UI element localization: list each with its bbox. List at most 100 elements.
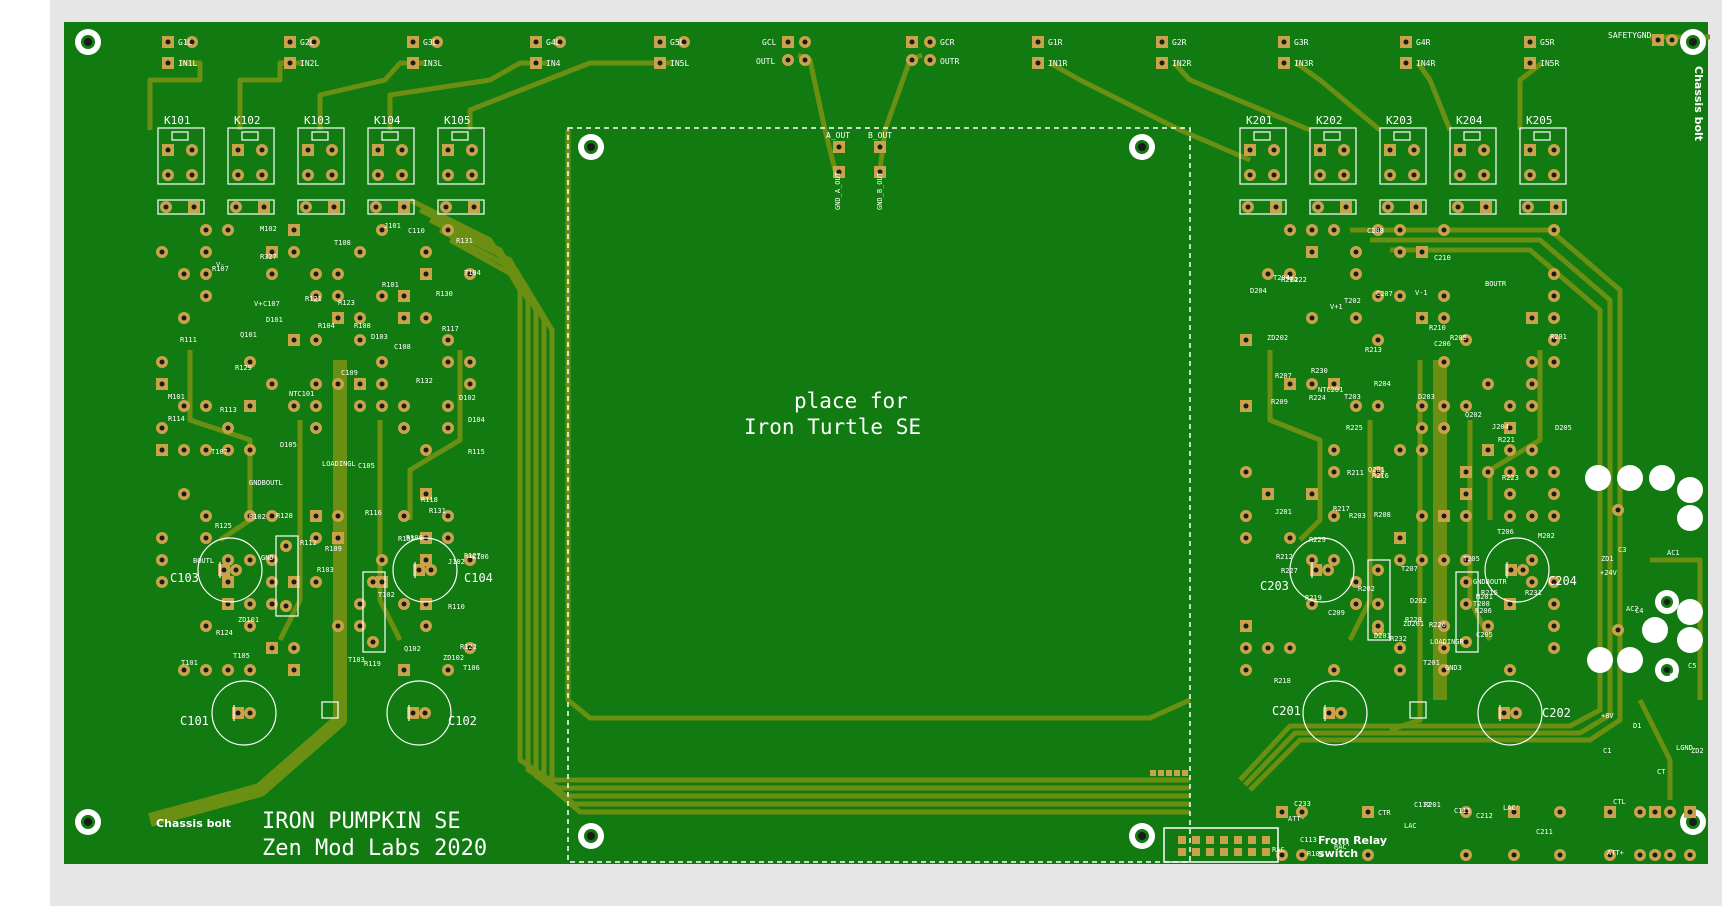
diode-outline bbox=[227, 199, 275, 215]
pad-hole bbox=[1309, 249, 1315, 255]
component-label-q202: Q202 bbox=[1465, 411, 1482, 419]
component-label-v-: V- bbox=[216, 261, 224, 269]
mounting-hole-core bbox=[1689, 818, 1697, 826]
relay-header-pads bbox=[1178, 836, 1270, 856]
pad-hole bbox=[401, 425, 407, 431]
pad-hole bbox=[1338, 710, 1344, 716]
pad-hole bbox=[1463, 337, 1469, 343]
component-label-r104: R104 bbox=[318, 322, 335, 330]
pad-hole bbox=[1159, 39, 1165, 45]
component-label-r231: R231 bbox=[1525, 589, 1542, 597]
pad-hole bbox=[785, 57, 791, 63]
connector-label-in5l: IN5L bbox=[670, 59, 689, 68]
capacitor-label-c101: C101 bbox=[180, 714, 209, 728]
component-label-zd202: ZD202 bbox=[1267, 334, 1288, 342]
connector-label-in2r: IN2R bbox=[1172, 59, 1191, 68]
pad-hole bbox=[305, 147, 311, 153]
test-pad bbox=[1182, 770, 1188, 776]
pad-hole bbox=[1463, 557, 1469, 563]
relay-label-k204: K204 bbox=[1456, 114, 1483, 127]
capacitor-outline bbox=[1289, 537, 1355, 603]
component-label-r227: R227 bbox=[1281, 567, 1298, 575]
pad-hole bbox=[203, 667, 209, 673]
component-label-c105: C105 bbox=[358, 462, 375, 470]
pad-hole bbox=[1527, 60, 1533, 66]
pad-hole bbox=[203, 227, 209, 233]
pad-hole bbox=[1331, 667, 1337, 673]
connector-label-in4: IN4 bbox=[546, 59, 561, 68]
pad-hole bbox=[203, 535, 209, 541]
component-label-r115: R115 bbox=[468, 448, 485, 456]
mounting-hole-core bbox=[587, 143, 595, 151]
pad-hole bbox=[375, 147, 381, 153]
component-label-r228: R228 bbox=[1405, 616, 1422, 624]
component-label-c111: C111 bbox=[1454, 807, 1471, 815]
relay-label-k202: K202 bbox=[1316, 114, 1343, 127]
connector-label-g1l: G1L bbox=[178, 38, 193, 47]
pad-hole bbox=[269, 557, 275, 563]
pad-hole bbox=[287, 60, 293, 66]
pad-hole bbox=[1485, 447, 1491, 453]
pad-hole bbox=[291, 667, 297, 673]
pad-hole bbox=[1501, 710, 1507, 716]
component-label-r103: R103 bbox=[317, 566, 334, 574]
pad-hole bbox=[203, 447, 209, 453]
component-label-zd101: ZD101 bbox=[238, 616, 259, 624]
pad-hole bbox=[313, 337, 319, 343]
pad-hole bbox=[423, 601, 429, 607]
header-pin bbox=[1178, 848, 1186, 856]
pad-hole bbox=[269, 601, 275, 607]
pad-hole bbox=[247, 601, 253, 607]
pad-hole bbox=[1279, 809, 1285, 815]
component-label-c108: C108 bbox=[394, 343, 411, 351]
pad-hole bbox=[401, 403, 407, 409]
pad-hole bbox=[1507, 491, 1513, 497]
mounting-hole-core bbox=[1138, 143, 1146, 151]
pad-hole bbox=[357, 601, 363, 607]
connector-label-outr: OUTR bbox=[940, 57, 959, 66]
component-label-v+: V+ bbox=[254, 300, 262, 308]
pad-hole bbox=[1365, 809, 1371, 815]
pad-hole bbox=[313, 381, 319, 387]
pad-hole bbox=[291, 645, 297, 651]
component-label-c208: C208 bbox=[1367, 227, 1384, 235]
pad-hole bbox=[1397, 293, 1403, 299]
pad-hole bbox=[1551, 491, 1557, 497]
pad-hole bbox=[1326, 710, 1332, 716]
pad-hole bbox=[1463, 852, 1469, 858]
header-pin bbox=[1248, 836, 1256, 844]
pad-hole bbox=[1511, 852, 1517, 858]
pad-hole bbox=[203, 623, 209, 629]
connector-label-in4r: IN4R bbox=[1416, 59, 1435, 68]
capacitor-label-c104: C104 bbox=[464, 571, 493, 585]
component-label-att-: ATT- bbox=[1288, 815, 1305, 823]
component-label-r1: R1 bbox=[1600, 651, 1608, 659]
component-label-r116: R116 bbox=[365, 509, 382, 517]
relay-label-k105: K105 bbox=[444, 114, 471, 127]
capacitor-label-c202: C202 bbox=[1542, 706, 1571, 720]
component-label-r216: R216 bbox=[1372, 472, 1389, 480]
component-label-r109: R109 bbox=[325, 545, 342, 553]
pad-hole bbox=[423, 623, 429, 629]
component-label-d203: D203 bbox=[1418, 393, 1435, 401]
pad-hole bbox=[1507, 447, 1513, 453]
pad-hole bbox=[1353, 249, 1359, 255]
pad-hole bbox=[335, 293, 341, 299]
pad-hole bbox=[329, 172, 335, 178]
pcb-viewer: IRON PUMPKIN SE Zen Mod Labs 2020 place … bbox=[50, 0, 1722, 906]
pad-hole bbox=[357, 249, 363, 255]
pad-hole bbox=[1341, 147, 1347, 153]
component-label-j201: J201 bbox=[1275, 508, 1292, 516]
component-label-loadingl: LOADINGL bbox=[322, 460, 356, 468]
component-label-r112: R112 bbox=[300, 539, 317, 547]
pad-hole bbox=[313, 425, 319, 431]
pad-hole bbox=[313, 403, 319, 409]
pad-hole bbox=[445, 227, 451, 233]
pad-hole bbox=[225, 557, 231, 563]
pad-hole bbox=[443, 204, 449, 210]
pad-hole bbox=[434, 39, 440, 45]
pad-hole bbox=[1315, 204, 1321, 210]
component-label-zd102: ZD102 bbox=[443, 654, 464, 662]
pad-hole bbox=[181, 447, 187, 453]
pad-hole bbox=[445, 359, 451, 365]
